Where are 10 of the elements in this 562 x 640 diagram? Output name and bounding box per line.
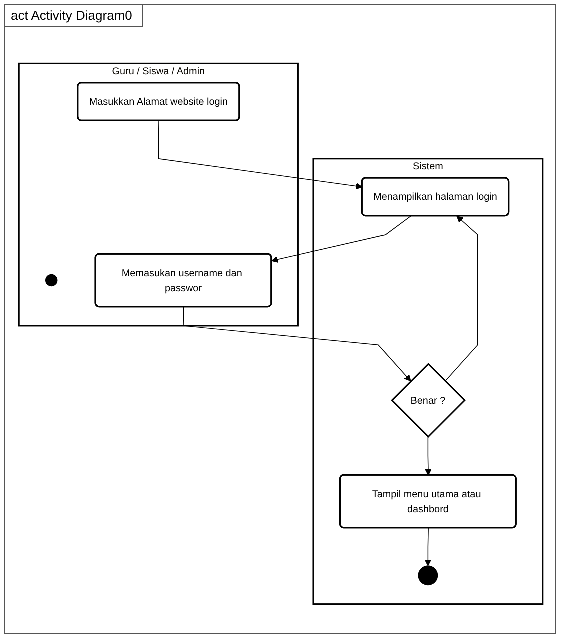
- arrow: [425, 436, 432, 476]
- arrow: [444, 216, 478, 382]
- arrow: [158, 120, 363, 190]
- node-circle: [46, 274, 58, 287]
- arrow: [272, 216, 412, 263]
- arrow: [183, 306, 412, 382]
- arrow: [424, 528, 432, 566]
- node-circle: [418, 566, 438, 586]
- frame-title: act Activity Diagram0: [5, 5, 144, 27]
- node-diamond: Benar ?: [391, 363, 466, 438]
